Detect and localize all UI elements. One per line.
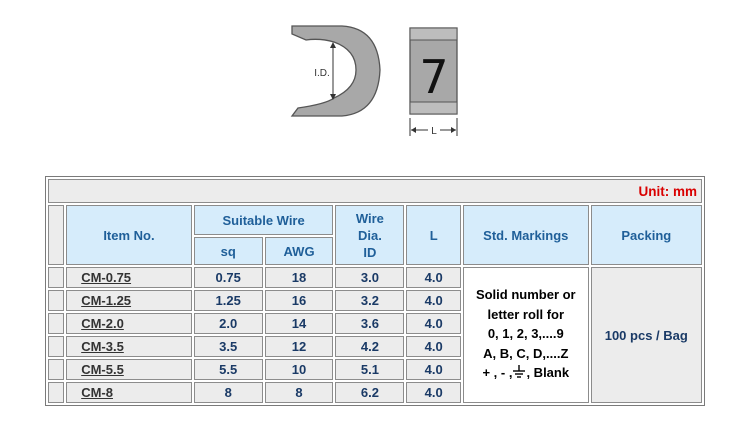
dia-cell: 3.6 — [335, 313, 405, 334]
awg-cell: 18 — [264, 267, 334, 288]
length-cell: 4.0 — [406, 336, 461, 357]
item-link[interactable]: CM-3.5 — [66, 336, 192, 357]
sq-cell: 0.75 — [193, 267, 263, 288]
unit-row: Unit: mm — [48, 179, 702, 203]
sq-cell: 5.5 — [193, 359, 263, 380]
table-row: CM-1.25 1.25 16 3.2 4.0 — [48, 290, 702, 311]
table-row: CM-0.75 0.75 18 3.0 4.0 Solid number or … — [48, 267, 702, 403]
wire-dia-line1: Wire — [355, 210, 384, 226]
packing-cell: 100 pcs / Bag — [590, 267, 702, 403]
markings-line4: A, B, C, D,....Z — [483, 345, 569, 361]
length-label: L — [431, 126, 437, 137]
sq-cell: 8 — [193, 382, 263, 403]
unit-label: Unit: mm — [48, 179, 702, 203]
dia-cell: 3.0 — [335, 267, 405, 288]
header-packing: Packing — [590, 205, 702, 265]
item-link[interactable]: CM-5.5 — [66, 359, 192, 380]
header-awg: AWG — [264, 237, 334, 265]
std-markings-cell: Solid number or letter roll for 0, 1, 2,… — [463, 267, 589, 403]
awg-cell: 14 — [264, 313, 334, 334]
awg-cell: 10 — [264, 359, 334, 380]
table-row: CM-5.5 5.5 10 5.1 4.0 — [48, 359, 702, 380]
table-row: CM-2.0 2.0 14 3.6 4.0 — [48, 313, 702, 334]
length-cell: 4.0 — [406, 359, 461, 380]
header-item-no: Item No. — [66, 205, 192, 265]
sq-cell: 1.25 — [193, 290, 263, 311]
header-suitable-wire: Suitable Wire — [193, 205, 334, 235]
item-link[interactable]: CM-0.75 — [66, 267, 192, 288]
markings-line3: 0, 1, 2, 3,....9 — [487, 326, 564, 342]
header-sq: sq — [193, 237, 263, 265]
marker-front-view — [409, 27, 458, 115]
header-std-markings: Std. Markings — [463, 205, 589, 265]
dia-cell: 5.1 — [335, 359, 405, 380]
item-link[interactable]: CM-8 — [66, 382, 192, 403]
sample-character: 7 — [419, 50, 448, 104]
markings-line5-prefix: + , - , — [482, 365, 513, 381]
awg-cell: 12 — [264, 336, 334, 357]
length-cell: 4.0 — [406, 267, 461, 288]
awg-cell: 16 — [264, 290, 334, 311]
markings-line2: letter roll for — [487, 306, 565, 322]
sq-cell: 2.0 — [193, 313, 263, 334]
sq-cell: 3.5 — [193, 336, 263, 357]
markings-line5-suffix: , Blank — [526, 365, 570, 381]
item-link[interactable]: CM-1.25 — [66, 290, 192, 311]
dia-cell: 3.2 — [335, 290, 405, 311]
dia-cell: 4.2 — [335, 336, 405, 357]
ground-symbol-icon — [512, 365, 526, 385]
id-label: I.D. — [314, 68, 330, 79]
length-cell: 4.0 — [406, 290, 461, 311]
awg-cell: 8 — [264, 382, 334, 403]
table-row: CM-3.5 3.5 12 4.2 4.0 — [48, 336, 702, 357]
header-length: L — [406, 205, 461, 265]
marker-illustration: I.D. 7 L — [290, 25, 458, 137]
dia-cell: 6.2 — [335, 382, 405, 403]
length-cell: 4.0 — [406, 313, 461, 334]
table-row: CM-8 8 8 6.2 4.0 — [48, 382, 702, 403]
item-link[interactable]: CM-2.0 — [66, 313, 192, 334]
wire-dia-line3: ID — [363, 244, 377, 260]
length-cell: 4.0 — [406, 382, 461, 403]
header-wire-dia: Wire Dia. ID — [335, 205, 405, 265]
wire-dia-line2: Dia. — [357, 227, 382, 243]
markings-line1: Solid number or — [475, 287, 576, 303]
c-shape-profile — [290, 25, 381, 117]
spec-table: Unit: mm Item No. Suitable Wire Wire Dia… — [45, 176, 705, 406]
side-cell — [48, 205, 65, 265]
